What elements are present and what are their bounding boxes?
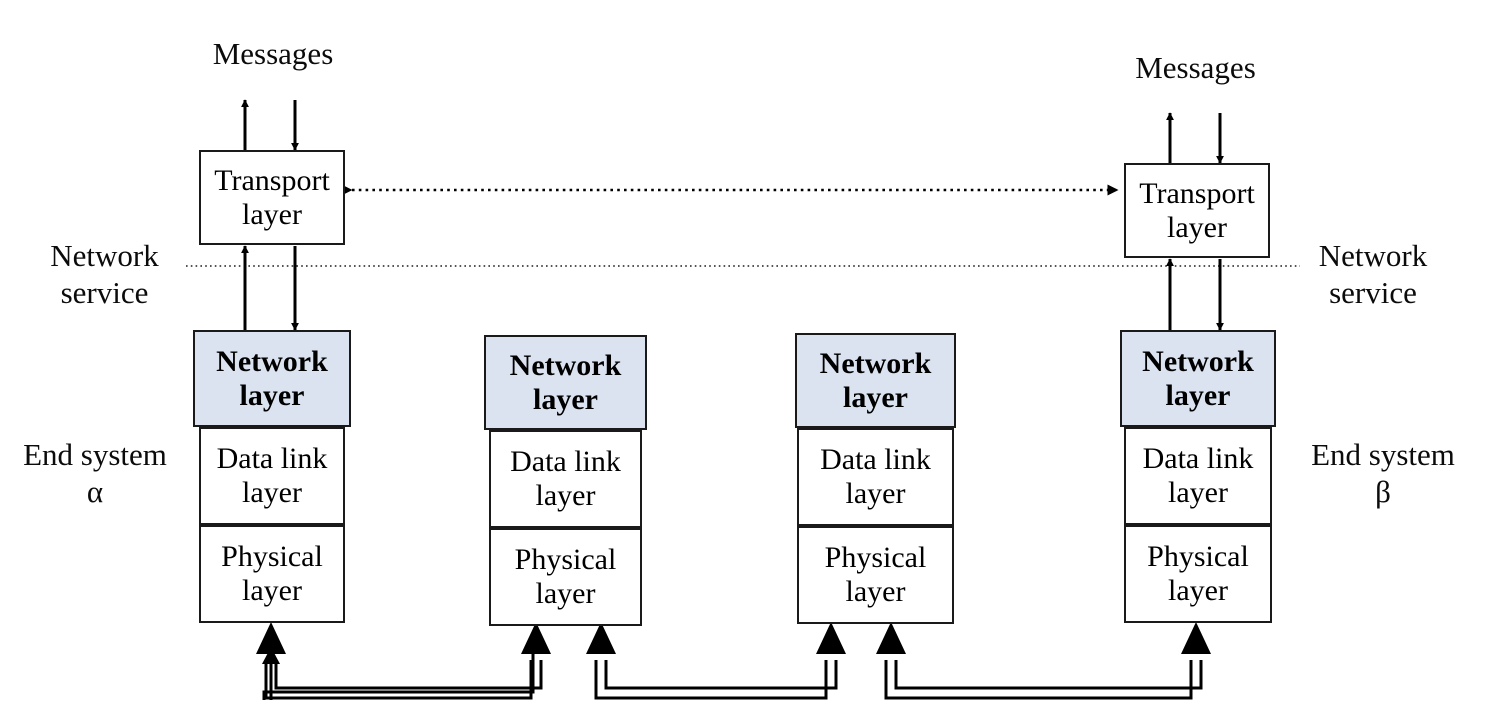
network-layer-label-beta: Network layer [1142, 344, 1254, 412]
network-layer-box-router2[interactable]: Network layer [795, 333, 956, 428]
end-system-label-alpha: End system α [23, 437, 167, 509]
data-link-layer-box-router1[interactable]: Data link layer [489, 430, 642, 528]
physical-layer-label-router2: Physical layer [824, 541, 927, 608]
network-layer-label-alpha: Network layer [216, 344, 328, 412]
network-service-label-left: Network service [50, 238, 159, 310]
messages-arrows-right [1166, 112, 1224, 164]
data-link-layer-label-router2: Data link layer [820, 443, 931, 510]
data-link-layer-box-router2[interactable]: Data link layer [797, 428, 954, 526]
transport-layer-box-beta[interactable]: Transport layer [1124, 163, 1270, 258]
physical-link-alpha-router1 [256, 622, 551, 700]
physical-layer-label-beta: Physical layer [1147, 540, 1249, 607]
transport-layer-label-alpha: Transport layer [214, 163, 330, 231]
network-layer-box-alpha[interactable]: Network layer [193, 330, 351, 427]
data-link-layer-label-alpha: Data link layer [216, 442, 328, 509]
physical-layer-label-alpha: Physical layer [221, 540, 323, 607]
messages-arrows-left [241, 99, 299, 151]
physical-link-router2-beta [876, 622, 1211, 700]
transport-network-arrows-right [1166, 258, 1224, 331]
data-link-layer-label-router1: Data link layer [510, 445, 621, 512]
data-link-layer-box-beta[interactable]: Data link layer [1124, 427, 1272, 525]
data-link-layer-label-beta: Data link layer [1142, 442, 1254, 509]
network-layer-box-beta[interactable]: Network layer [1120, 330, 1276, 427]
physical-link-router1-router2 [586, 622, 846, 700]
physical-layer-box-router2[interactable]: Physical layer [797, 526, 954, 624]
physical-layer-box-router1[interactable]: Physical layer [489, 528, 642, 626]
end-system-label-beta: End system β [1311, 437, 1455, 509]
network-layer-label-router1: Network layer [509, 348, 622, 416]
physical-layer-label-router1: Physical layer [514, 543, 617, 610]
messages-label-right: Messages [1135, 50, 1256, 85]
transport-layer-box-alpha[interactable]: Transport layer [199, 150, 345, 245]
transport-network-arrows-left [241, 245, 299, 331]
network-service-label-right: Network service [1318, 238, 1428, 310]
physical-layer-box-alpha[interactable]: Physical layer [199, 525, 345, 623]
transport-layer-label-beta: Transport layer [1139, 176, 1255, 244]
physical-layer-box-beta[interactable]: Physical layer [1124, 525, 1272, 623]
messages-label-left: Messages [212, 36, 334, 71]
network-layer-label-router2: Network layer [819, 346, 932, 414]
data-link-layer-box-alpha[interactable]: Data link layer [199, 427, 345, 525]
network-layer-box-router1[interactable]: Network layer [484, 335, 647, 430]
